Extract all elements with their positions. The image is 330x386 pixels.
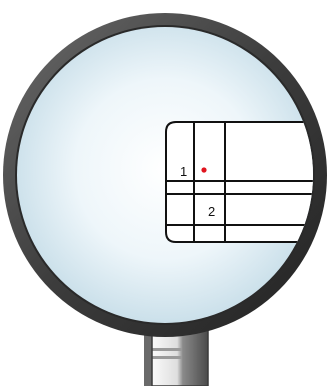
cell-label-1: 1 [180, 164, 187, 179]
marker-dot [201, 167, 206, 172]
cell-label-2: 2 [208, 204, 215, 219]
